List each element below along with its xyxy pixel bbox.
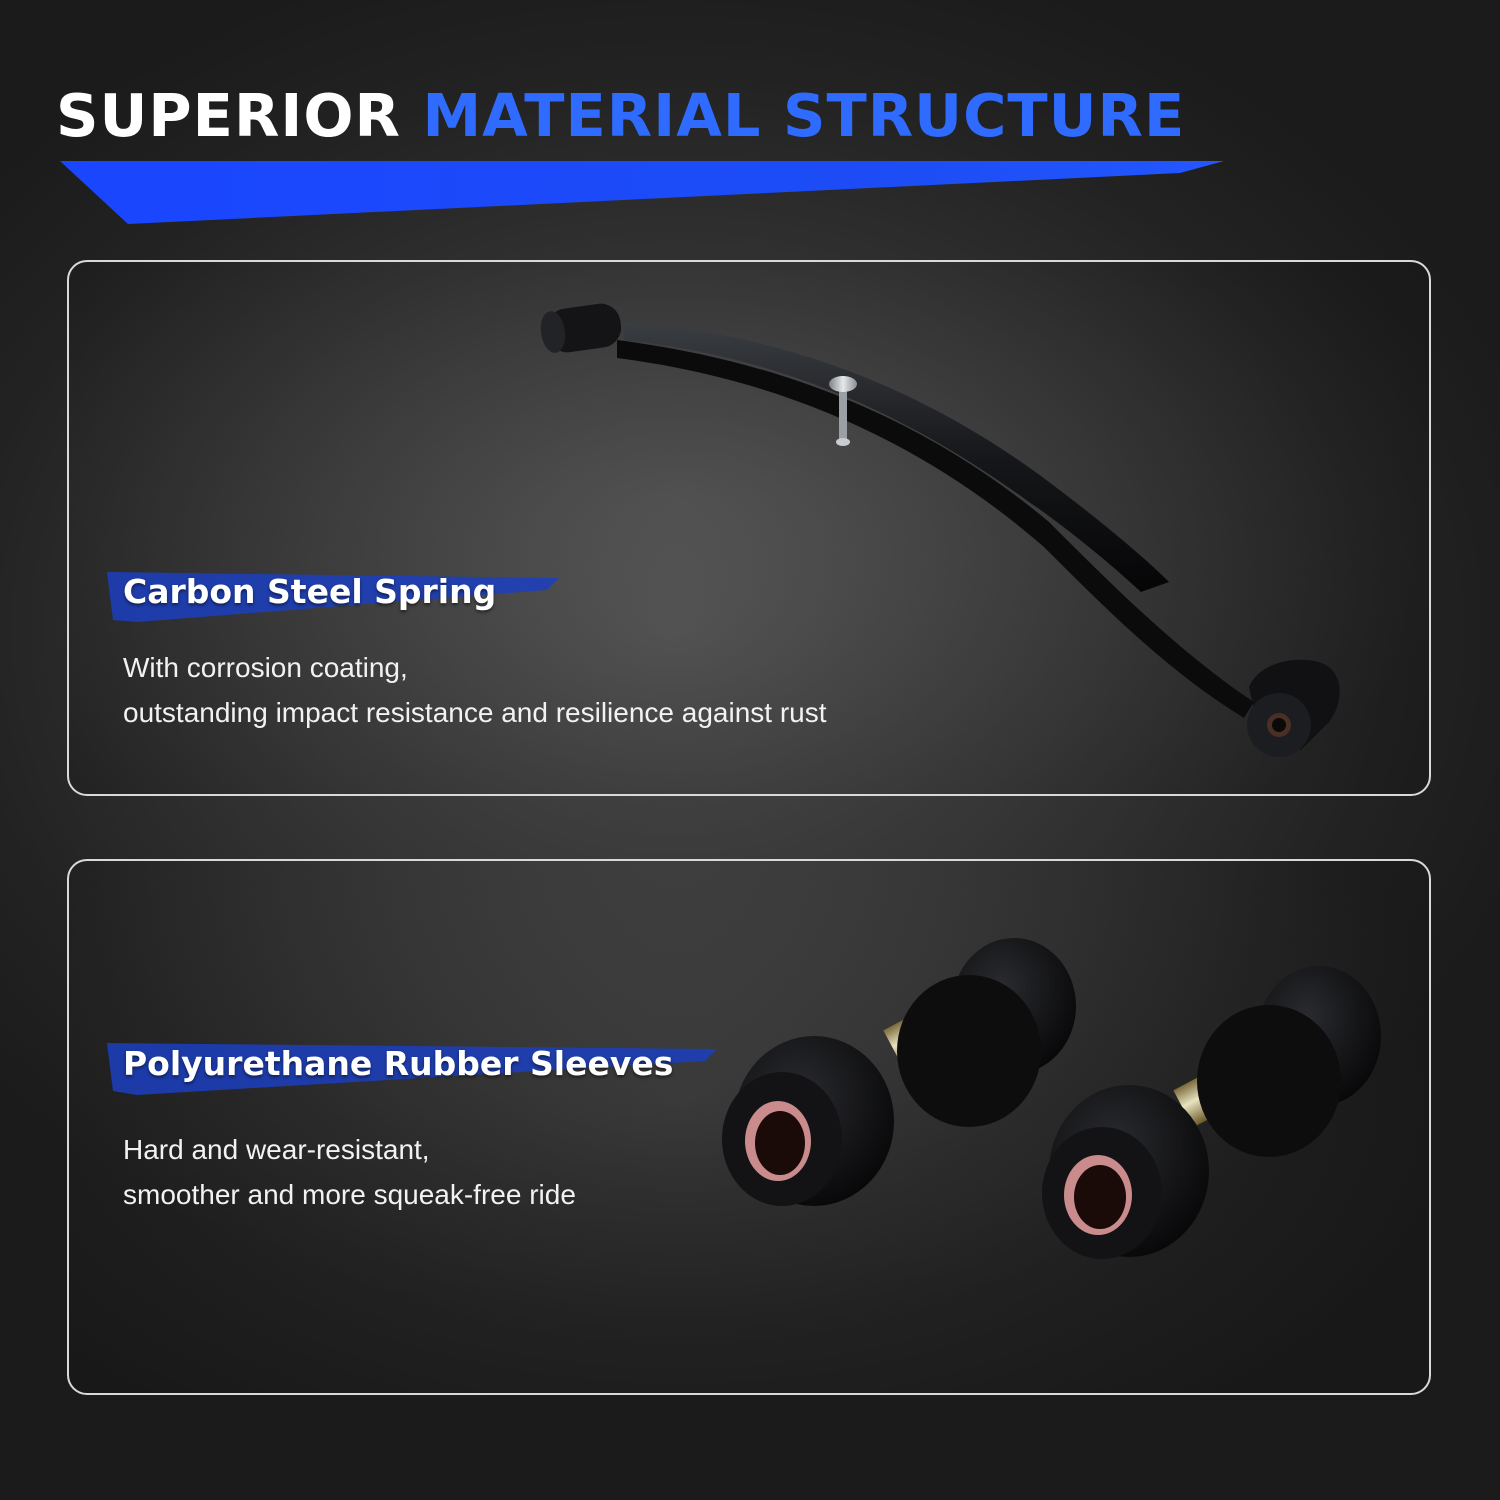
title-underline-stripe: [60, 161, 1224, 224]
feature-title-ribbon: [107, 1043, 717, 1095]
feature-description-line-1: Hard and wear-resistant,: [123, 1134, 430, 1165]
feature-card-polyurethane-sleeves: Polyurethane Rubber Sleeves Hard and wea…: [67, 859, 1431, 1395]
title-word-superior: SUPERIOR: [56, 81, 401, 150]
bushing-right: [1042, 966, 1381, 1259]
rubber-bushings-image: [722, 938, 1381, 1259]
feature-title-ribbon: [107, 572, 559, 622]
feature-title: Polyurethane Rubber Sleeves: [123, 1044, 674, 1083]
feature-title: Carbon Steel Spring: [123, 572, 497, 611]
feature-description-line-2: smoother and more squeak-free ride: [123, 1179, 576, 1210]
leaf-spring-image: [540, 303, 1340, 757]
page-title: SUPERIOR MATERIAL STRUCTURE: [56, 80, 1185, 152]
title-words-material-structure: MATERIAL STRUCTURE: [422, 81, 1186, 150]
feature-description-line-2: outstanding impact resistance and resili…: [123, 697, 827, 728]
feature-description-line-1: With corrosion coating,: [123, 652, 408, 683]
feature-card-carbon-steel-spring: Carbon Steel Spring With corrosion coati…: [67, 260, 1431, 796]
bushing-left: [722, 938, 1076, 1206]
